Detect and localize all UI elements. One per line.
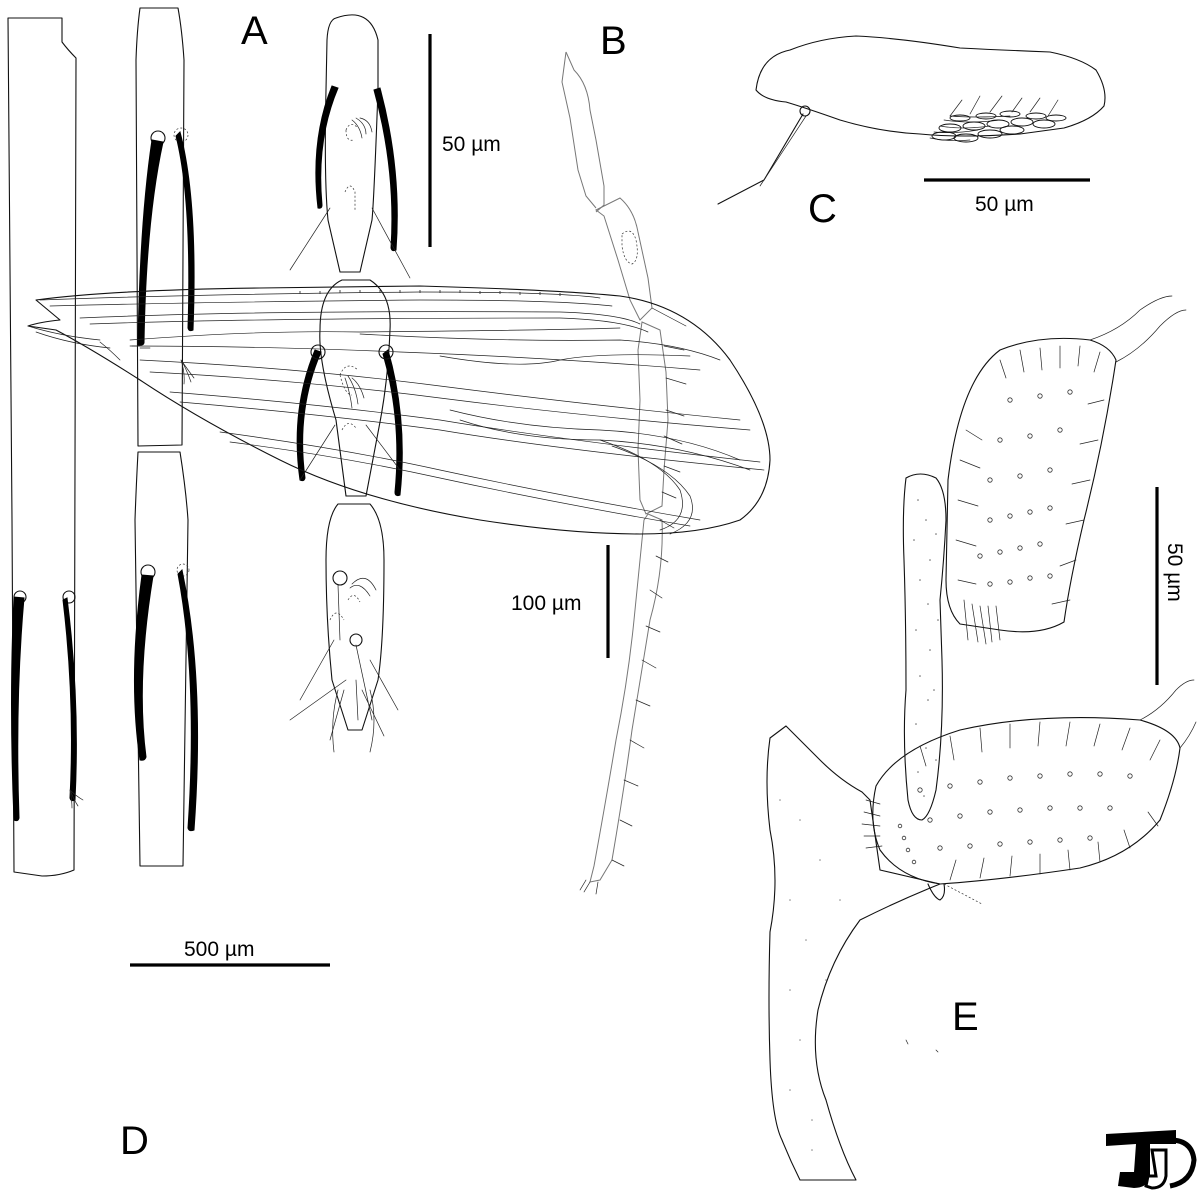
panel-c-label: C xyxy=(808,187,837,231)
panel-b-scale-text: 100 µm xyxy=(511,592,581,615)
panel-a-scale-text: 50 µm xyxy=(442,133,501,156)
panel-a-label: A xyxy=(241,9,268,53)
panel-b-antenna xyxy=(561,51,687,895)
panel-e-gonopods xyxy=(766,295,1197,1181)
panel-d-scale-text: 500 µm xyxy=(184,938,254,961)
panel-d-label: D xyxy=(120,1119,149,1163)
panel-e-scale-text: 50 µm xyxy=(1163,543,1186,602)
panel-c-palpal-segment xyxy=(717,35,1106,205)
panel-d-wing xyxy=(27,285,771,535)
panel-a-flagellomeres xyxy=(7,7,411,877)
panel-e-label: E xyxy=(952,995,979,1039)
panel-c-scale-text: 50 µm xyxy=(975,193,1034,216)
panel-b-label: B xyxy=(600,19,627,63)
artist-monogram-logo xyxy=(1106,1130,1197,1190)
